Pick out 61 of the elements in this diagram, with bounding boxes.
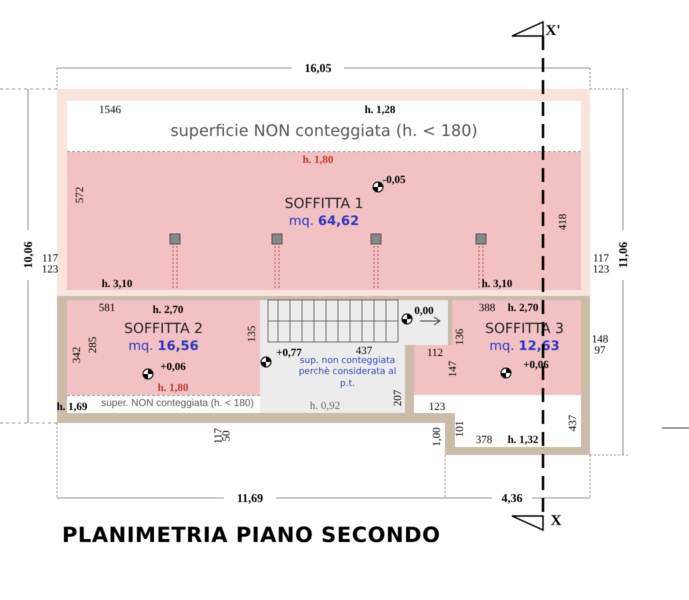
dimension-label: 388 <box>478 300 496 316</box>
dimension-label: 135 <box>244 326 259 342</box>
dimension-label: 16,05 <box>304 60 332 77</box>
dimension-label: 285 <box>86 336 100 354</box>
unmeasured-area <box>67 101 581 152</box>
room-area: mq. 64,62 <box>288 214 360 230</box>
dimension-label: 148 <box>592 334 608 346</box>
dimension-label: 101 <box>452 420 467 438</box>
dimension-label: 11,69 <box>236 490 264 507</box>
room <box>67 152 581 290</box>
dimension-label: 117 <box>42 254 58 264</box>
dimension-label: 378 <box>476 432 492 448</box>
height-label: h. 3,10 <box>482 276 512 292</box>
dimension-label: 112 <box>426 346 444 361</box>
dimension-label: 207 <box>390 390 405 406</box>
height-label: h. 1,80 <box>302 152 334 168</box>
dimension-label: 418 <box>556 214 570 230</box>
dimension-label: 123 <box>592 264 610 276</box>
dimension-label: 581 <box>98 300 116 316</box>
dimension-label: 4,36 <box>502 490 522 507</box>
dimension-label: 123 <box>42 264 58 276</box>
height-label: h. 2,70 <box>508 300 538 316</box>
dimension-label: 437 <box>356 344 372 357</box>
dimension-label: 97 <box>594 346 606 356</box>
height-label: h. 3,10 <box>102 276 132 292</box>
height-label: h. 1,28 <box>364 102 396 118</box>
dimension-label: 123 <box>428 400 446 415</box>
height-label: h. 1,69 <box>56 400 88 415</box>
height-label: h. 1,80 <box>158 380 188 396</box>
height-label: h. 1,32 <box>508 432 538 448</box>
area-note: sup. non conteggiata perchè considerata al p.t. <box>298 356 398 390</box>
dimension-label: 136 <box>452 328 467 346</box>
dimension-label: 10,06 <box>20 242 36 268</box>
dimension-label: 342 <box>70 346 84 364</box>
height-label: -0,05 <box>382 172 406 188</box>
room-name: SOFFITTA 2 <box>124 321 203 338</box>
area-note: super. NON conteggiata (h. < 180) <box>101 398 254 410</box>
dimension-label: 50 <box>222 430 232 442</box>
height-label: +0,77 <box>276 346 302 359</box>
section-label: X <box>550 512 562 531</box>
room-name: SOFFITTA 1 <box>284 196 364 214</box>
dimension-label: 147 <box>446 360 460 378</box>
area-note: superficie NON conteggiata (h. < 180) <box>170 121 478 141</box>
dimension-label: 572 <box>72 186 87 204</box>
height-label: h. 2,70 <box>152 302 184 318</box>
height-label: h. 0,92 <box>310 398 340 414</box>
height-label: +0,06 <box>160 360 186 375</box>
dimension-label: 1546 <box>99 102 121 118</box>
title: PLANIMETRIA PIANO SECONDO <box>62 522 440 549</box>
room-area: mq. 12,63 <box>489 338 560 355</box>
room <box>67 300 260 395</box>
unmeasured-area <box>67 395 260 413</box>
dimension-label: 437 <box>566 414 580 432</box>
room-area: mq. 16,56 <box>128 338 199 355</box>
height-label: +0,06 <box>523 358 549 373</box>
unmeasured-area <box>260 345 405 413</box>
dimension-label: 1,00 <box>430 427 444 447</box>
dimension-label: 117 <box>592 254 610 264</box>
height-label: 0,00 <box>414 304 434 319</box>
dimension-label: 11,06 <box>615 242 631 268</box>
section-label: X' <box>546 22 560 41</box>
